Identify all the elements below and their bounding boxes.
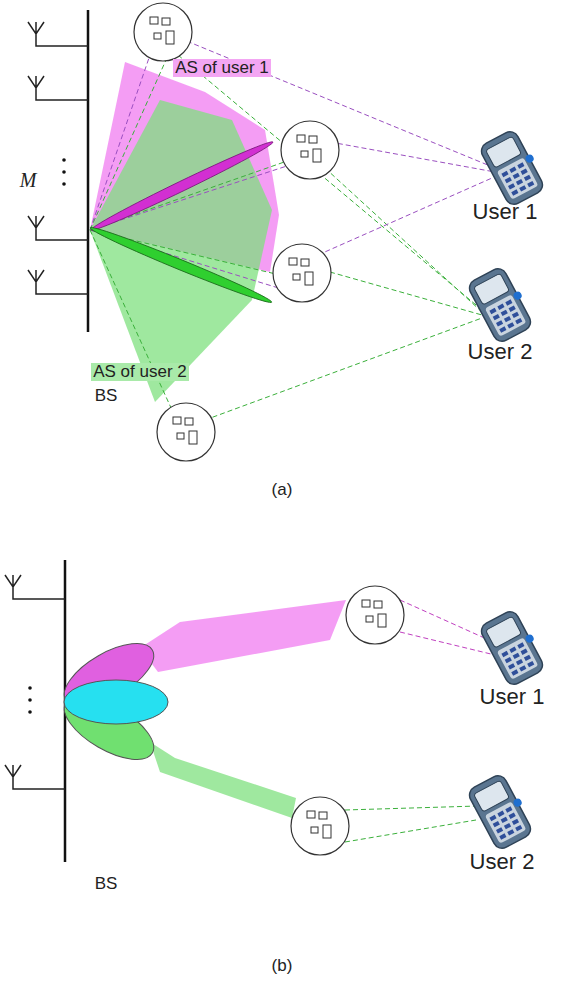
label: User 1 (471, 200, 540, 224)
label: User 2 (468, 850, 537, 874)
panel-b (5, 560, 549, 862)
label: User 2 (466, 340, 535, 364)
label: AS of user 2 (91, 363, 189, 382)
label: AS of user 1 (173, 59, 271, 78)
panel-caption: (b) (270, 957, 295, 976)
label: User 1 (478, 685, 547, 709)
label: BS (93, 875, 120, 894)
panel-caption: (a) (270, 481, 295, 500)
panel-a (28, 3, 549, 461)
label: BS (93, 387, 120, 406)
antenna-count: M (18, 169, 39, 191)
